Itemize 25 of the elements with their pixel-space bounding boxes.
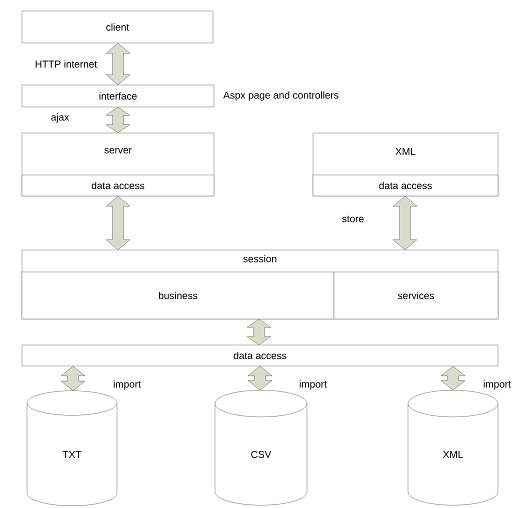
double-arrow bbox=[440, 366, 466, 390]
database-cylinder: CSV bbox=[214, 390, 308, 506]
process-box: interface bbox=[22, 84, 214, 108]
process-box: client bbox=[22, 10, 214, 44]
double-arrow bbox=[246, 319, 272, 345]
edge-label: import bbox=[484, 380, 511, 390]
side-note: Aspx page and controllers bbox=[223, 91, 338, 101]
double-arrow bbox=[60, 366, 86, 391]
layer-box: business bbox=[22, 272, 334, 320]
double-arrow bbox=[392, 196, 418, 250]
edge-label: ajax bbox=[51, 113, 70, 123]
edge-label: import bbox=[300, 380, 327, 390]
layer-box: services bbox=[334, 272, 498, 320]
database-cylinder: TXT bbox=[26, 390, 118, 506]
double-arrow bbox=[106, 196, 130, 250]
double-arrow bbox=[106, 107, 130, 133]
edge-label: HTTP internet bbox=[36, 60, 98, 68]
database-cylinder: XML bbox=[408, 390, 498, 506]
layer-box: data access bbox=[312, 174, 498, 196]
edge-label: store bbox=[342, 216, 364, 222]
layer-box: data access bbox=[22, 174, 214, 196]
double-arrow bbox=[106, 42, 130, 85]
process-box: data access bbox=[22, 344, 498, 366]
double-arrow bbox=[248, 366, 272, 390]
edge-label: import bbox=[114, 380, 141, 390]
